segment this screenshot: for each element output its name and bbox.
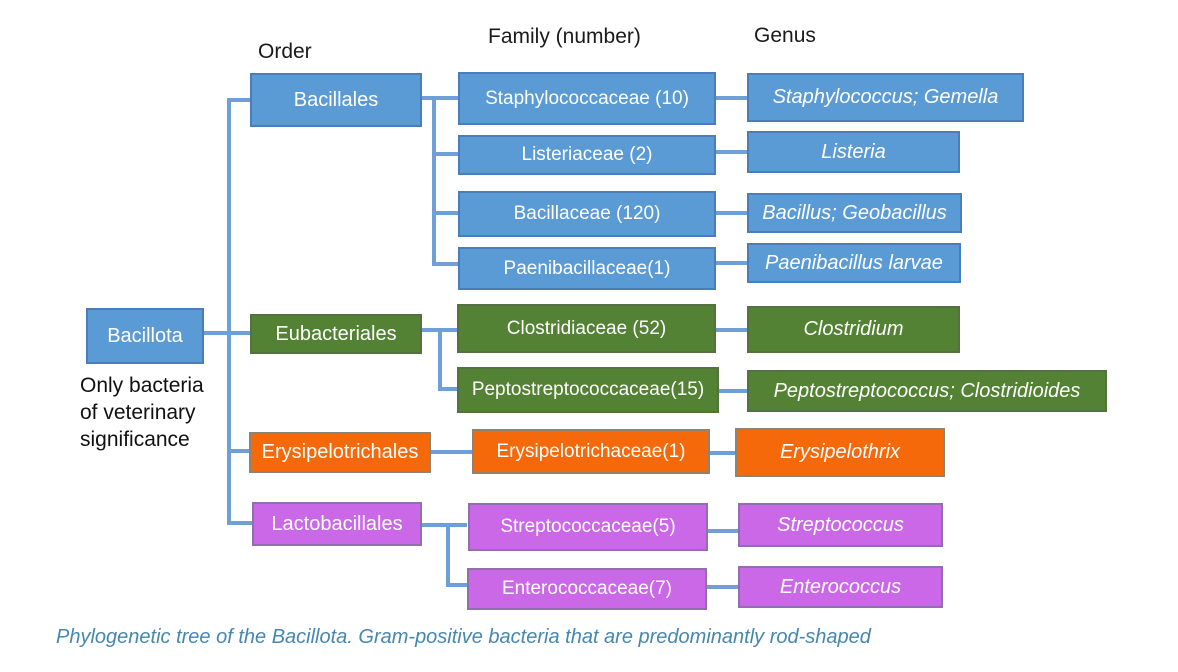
genus-box-staphylococcus-gemella: Staphylococcus; Gemella xyxy=(747,73,1024,122)
family-box-paenibacillaceae: Paenibacillaceae(1) xyxy=(458,247,716,290)
connector-peptostreptococcaceae-genus xyxy=(719,389,747,393)
connector-erysipelotrichales-to-family xyxy=(431,450,472,454)
connector-clostridiaceae-genus xyxy=(716,328,747,332)
connector-streptococcaceae-genus xyxy=(708,529,738,533)
root-note-line: Only bacteria xyxy=(80,374,204,397)
connector-to-listeriaceae xyxy=(432,152,458,156)
connector-root-to-eubacteriales xyxy=(204,331,250,335)
connector-staphylococcaceae-genus xyxy=(716,96,747,100)
genus-box-paenibacillus-larvae: Paenibacillus larvae xyxy=(747,243,961,283)
order-box-lactobacillales: Lactobacillales xyxy=(252,502,422,546)
family-box-bacillaceae: Bacillaceae (120) xyxy=(458,191,716,237)
genus-box-peptostreptococcus-clostridioides: Peptostreptococcus; Clostridioides xyxy=(747,370,1107,412)
connector-bacillales-to-staphylococcaceae xyxy=(422,96,458,100)
root-note-line: of veterinary xyxy=(80,401,196,424)
family-column-header: Family (number) xyxy=(488,25,641,48)
figure-caption: Phylogenetic tree of the Bacillota. Gram… xyxy=(56,626,871,648)
genus-box-enterococcus: Enterococcus xyxy=(738,566,943,608)
connector-to-bacillales xyxy=(227,98,250,102)
connector-root-trunk xyxy=(227,98,231,525)
order-column-header: Order xyxy=(258,40,312,63)
genus-box-streptococcus: Streptococcus xyxy=(738,503,943,547)
genus-box-bacillus-geobacillus: Bacillus; Geobacillus xyxy=(747,193,962,233)
family-box-staphylococcaceae: Staphylococcaceae (10) xyxy=(458,72,716,125)
family-box-streptococcaceae: Streptococcaceae(5) xyxy=(468,503,708,551)
order-box-erysipelotrichales: Erysipelotrichales xyxy=(249,432,431,473)
family-box-enterococcaceae: Enterococcaceae(7) xyxy=(467,568,707,610)
connector-bacillales-trunk xyxy=(432,96,436,266)
order-box-eubacteriales: Eubacteriales xyxy=(250,314,422,354)
connector-erysipelotrichaceae-genus xyxy=(710,451,735,455)
root-note-line: significance xyxy=(80,428,190,451)
connector-to-erysipelotrichales xyxy=(227,449,249,453)
family-box-clostridiaceae: Clostridiaceae (52) xyxy=(457,304,716,353)
order-box-bacillales: Bacillales xyxy=(250,73,422,127)
root-note: Only bacteria of veterinary significance xyxy=(80,372,204,453)
root-box-bacillota: Bacillota xyxy=(86,308,204,364)
family-box-peptostreptococcaceae: Peptostreptococcaceae(15) xyxy=(457,367,719,413)
genus-box-clostridium: Clostridium xyxy=(747,306,960,353)
genus-box-erysipelothrix: Erysipelothrix xyxy=(735,428,945,477)
connector-listeriaceae-genus xyxy=(716,150,747,154)
connector-to-paenibacillaceae xyxy=(432,262,458,266)
connector-to-peptostreptococcaceae xyxy=(438,387,458,391)
connector-lactobacillales-trunk xyxy=(446,523,450,587)
genus-box-listeria: Listeria xyxy=(747,131,960,173)
connector-eubacteriales-trunk xyxy=(438,328,442,391)
connector-lactobacillales-to-streptococcaceae xyxy=(422,523,467,527)
connector-to-lactobacillales xyxy=(227,521,252,525)
family-box-erysipelotrichaceae: Erysipelotrichaceae(1) xyxy=(472,429,710,474)
connector-to-bacillaceae xyxy=(432,211,458,215)
connector-enterococcaceae-genus xyxy=(707,585,738,589)
connector-to-enterococcaceae xyxy=(446,583,467,587)
connector-paenibacillaceae-genus xyxy=(716,261,747,265)
family-box-listeriaceae: Listeriaceae (2) xyxy=(458,135,716,175)
genus-column-header: Genus xyxy=(754,24,816,47)
connector-bacillaceae-genus xyxy=(716,211,747,215)
